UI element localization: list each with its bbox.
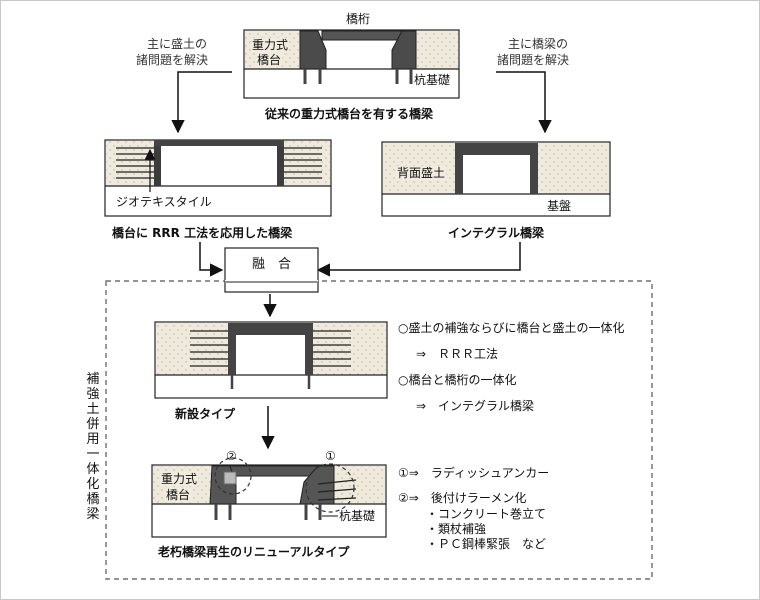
note-renewal-bullet-3: ・ＰＣ鋼棒緊張 など bbox=[426, 537, 547, 551]
marker-2: ② bbox=[226, 449, 237, 463]
note-renewal-bullet-1: ・コンクリート巻立て bbox=[426, 507, 547, 521]
label-renewal-gravity-line2: 橋台 bbox=[165, 488, 192, 502]
rrr-bridge-diagram bbox=[104, 139, 332, 217]
label-renewal-pile: 杭基礎 bbox=[339, 509, 376, 523]
label-renewal-gravity-line1: 重力式 bbox=[160, 472, 199, 486]
label-vertical-region: 補強土併用一体化橋梁 bbox=[86, 372, 100, 522]
note-left-line2: 諸問題を解決 bbox=[136, 53, 209, 67]
note-right-line1: 主に橋梁の bbox=[508, 37, 569, 51]
caption-rrr-bridge: 橋台に RRR 工法を応用した橋梁 bbox=[112, 226, 293, 240]
arrow-to-rrr bbox=[171, 71, 232, 134]
note-renewal-bullet-2: ・類杖補強 bbox=[426, 522, 487, 536]
caption-renewal-type: 老朽橋梁再生のリニューアルタイプ bbox=[158, 545, 350, 559]
note-renewal-2: ②⇒ 後付けラーメン化 bbox=[398, 491, 527, 505]
label-fusion: 融 合 bbox=[252, 257, 292, 272]
note-new-2: ○橋台と橋桁の一体化 bbox=[398, 373, 517, 387]
note-new-1: ○盛土の補強ならびに橋台と盛土の一体化 bbox=[398, 321, 625, 335]
label-girder: 橋桁 bbox=[346, 12, 371, 26]
caption-new-type: 新設タイプ bbox=[175, 407, 236, 421]
arrow-to-integral bbox=[496, 71, 552, 134]
new-type-diagram bbox=[154, 321, 388, 399]
label-gravity-abutment-line1: 重力式 bbox=[251, 38, 290, 52]
note-right-line2: 諸問題を解決 bbox=[497, 53, 570, 67]
label-pile-foundation: 杭基礎 bbox=[414, 73, 451, 87]
label-gravity-abutment-line2: 橋台 bbox=[256, 53, 283, 67]
marker-1: ① bbox=[325, 449, 336, 463]
label-geotextile: ジオテキスタイル bbox=[116, 195, 212, 209]
caption-conventional: 従来の重力式橋台を有する橋梁 bbox=[265, 107, 434, 121]
label-backfill: 背面盛土 bbox=[396, 166, 447, 180]
conventional-bridge-diagram bbox=[243, 29, 460, 99]
note-left-line1: 主に盛土の bbox=[147, 37, 208, 51]
arrow-rrr-to-fusion bbox=[199, 242, 224, 277]
dashed-region bbox=[105, 280, 653, 580]
fusion-box bbox=[224, 247, 319, 293]
note-new-2-arrow: ⇒ インテグラル橋梁 bbox=[416, 399, 535, 413]
note-renewal-1: ①⇒ ラディッシュアンカー bbox=[398, 466, 550, 480]
arrow-integral-to-fusion bbox=[316, 242, 521, 277]
note-new-1-arrow: ⇒ ＲＲＲ工法 bbox=[416, 347, 499, 361]
caption-integral-bridge: インテグラル橋梁 bbox=[448, 226, 545, 240]
label-bedrock: 基盤 bbox=[547, 199, 572, 213]
